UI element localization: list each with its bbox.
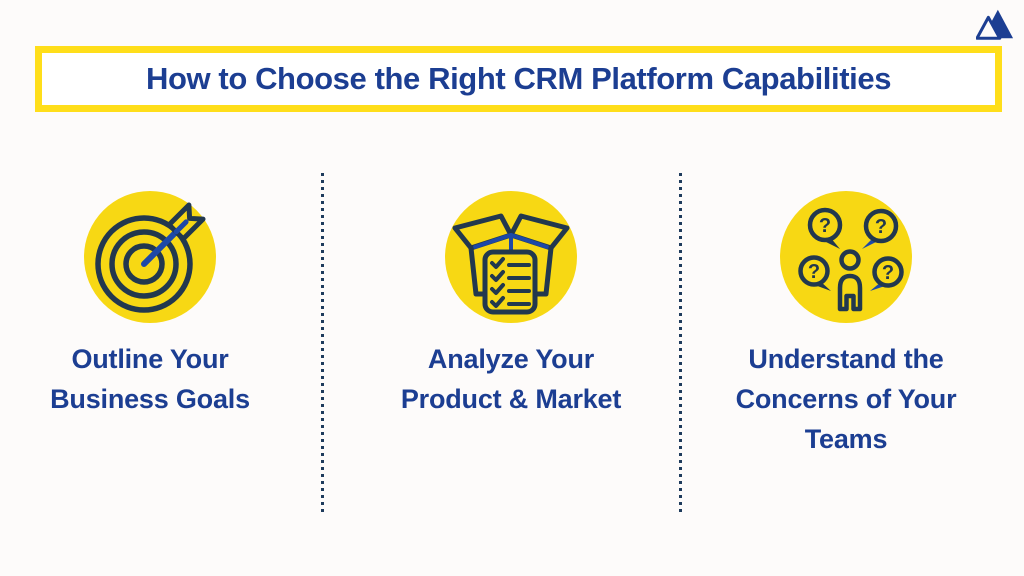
step-column-product-market: Analyze Your Product & Market (376, 191, 646, 419)
svg-text:?: ? (875, 216, 887, 238)
svg-text:?: ? (819, 215, 831, 237)
svg-text:?: ? (882, 262, 894, 284)
mountain-logo-icon (976, 9, 1014, 40)
svg-text:?: ? (808, 261, 820, 283)
target-arrow-icon (84, 191, 216, 323)
title-banner: How to Choose the Right CRM Platform Cap… (35, 46, 1002, 112)
open-box-checklist-icon (445, 191, 577, 323)
person-question-bubbles-icon: ? ? ? ? (780, 191, 912, 323)
step-label: Analyze Your Product & Market (400, 344, 622, 414)
dotted-divider (679, 173, 682, 513)
page-title: How to Choose the Right CRM Platform Cap… (145, 61, 892, 96)
dotted-divider (321, 173, 324, 513)
step-label: Outline Your Business Goals (50, 344, 250, 414)
step-column-business-goals: Outline Your Business Goals (15, 191, 285, 419)
step-column-team-concerns: ? ? ? ? Understand the Concerns of Your … (711, 191, 981, 459)
step-label: Understand the Concerns of Your Teams (735, 344, 957, 454)
